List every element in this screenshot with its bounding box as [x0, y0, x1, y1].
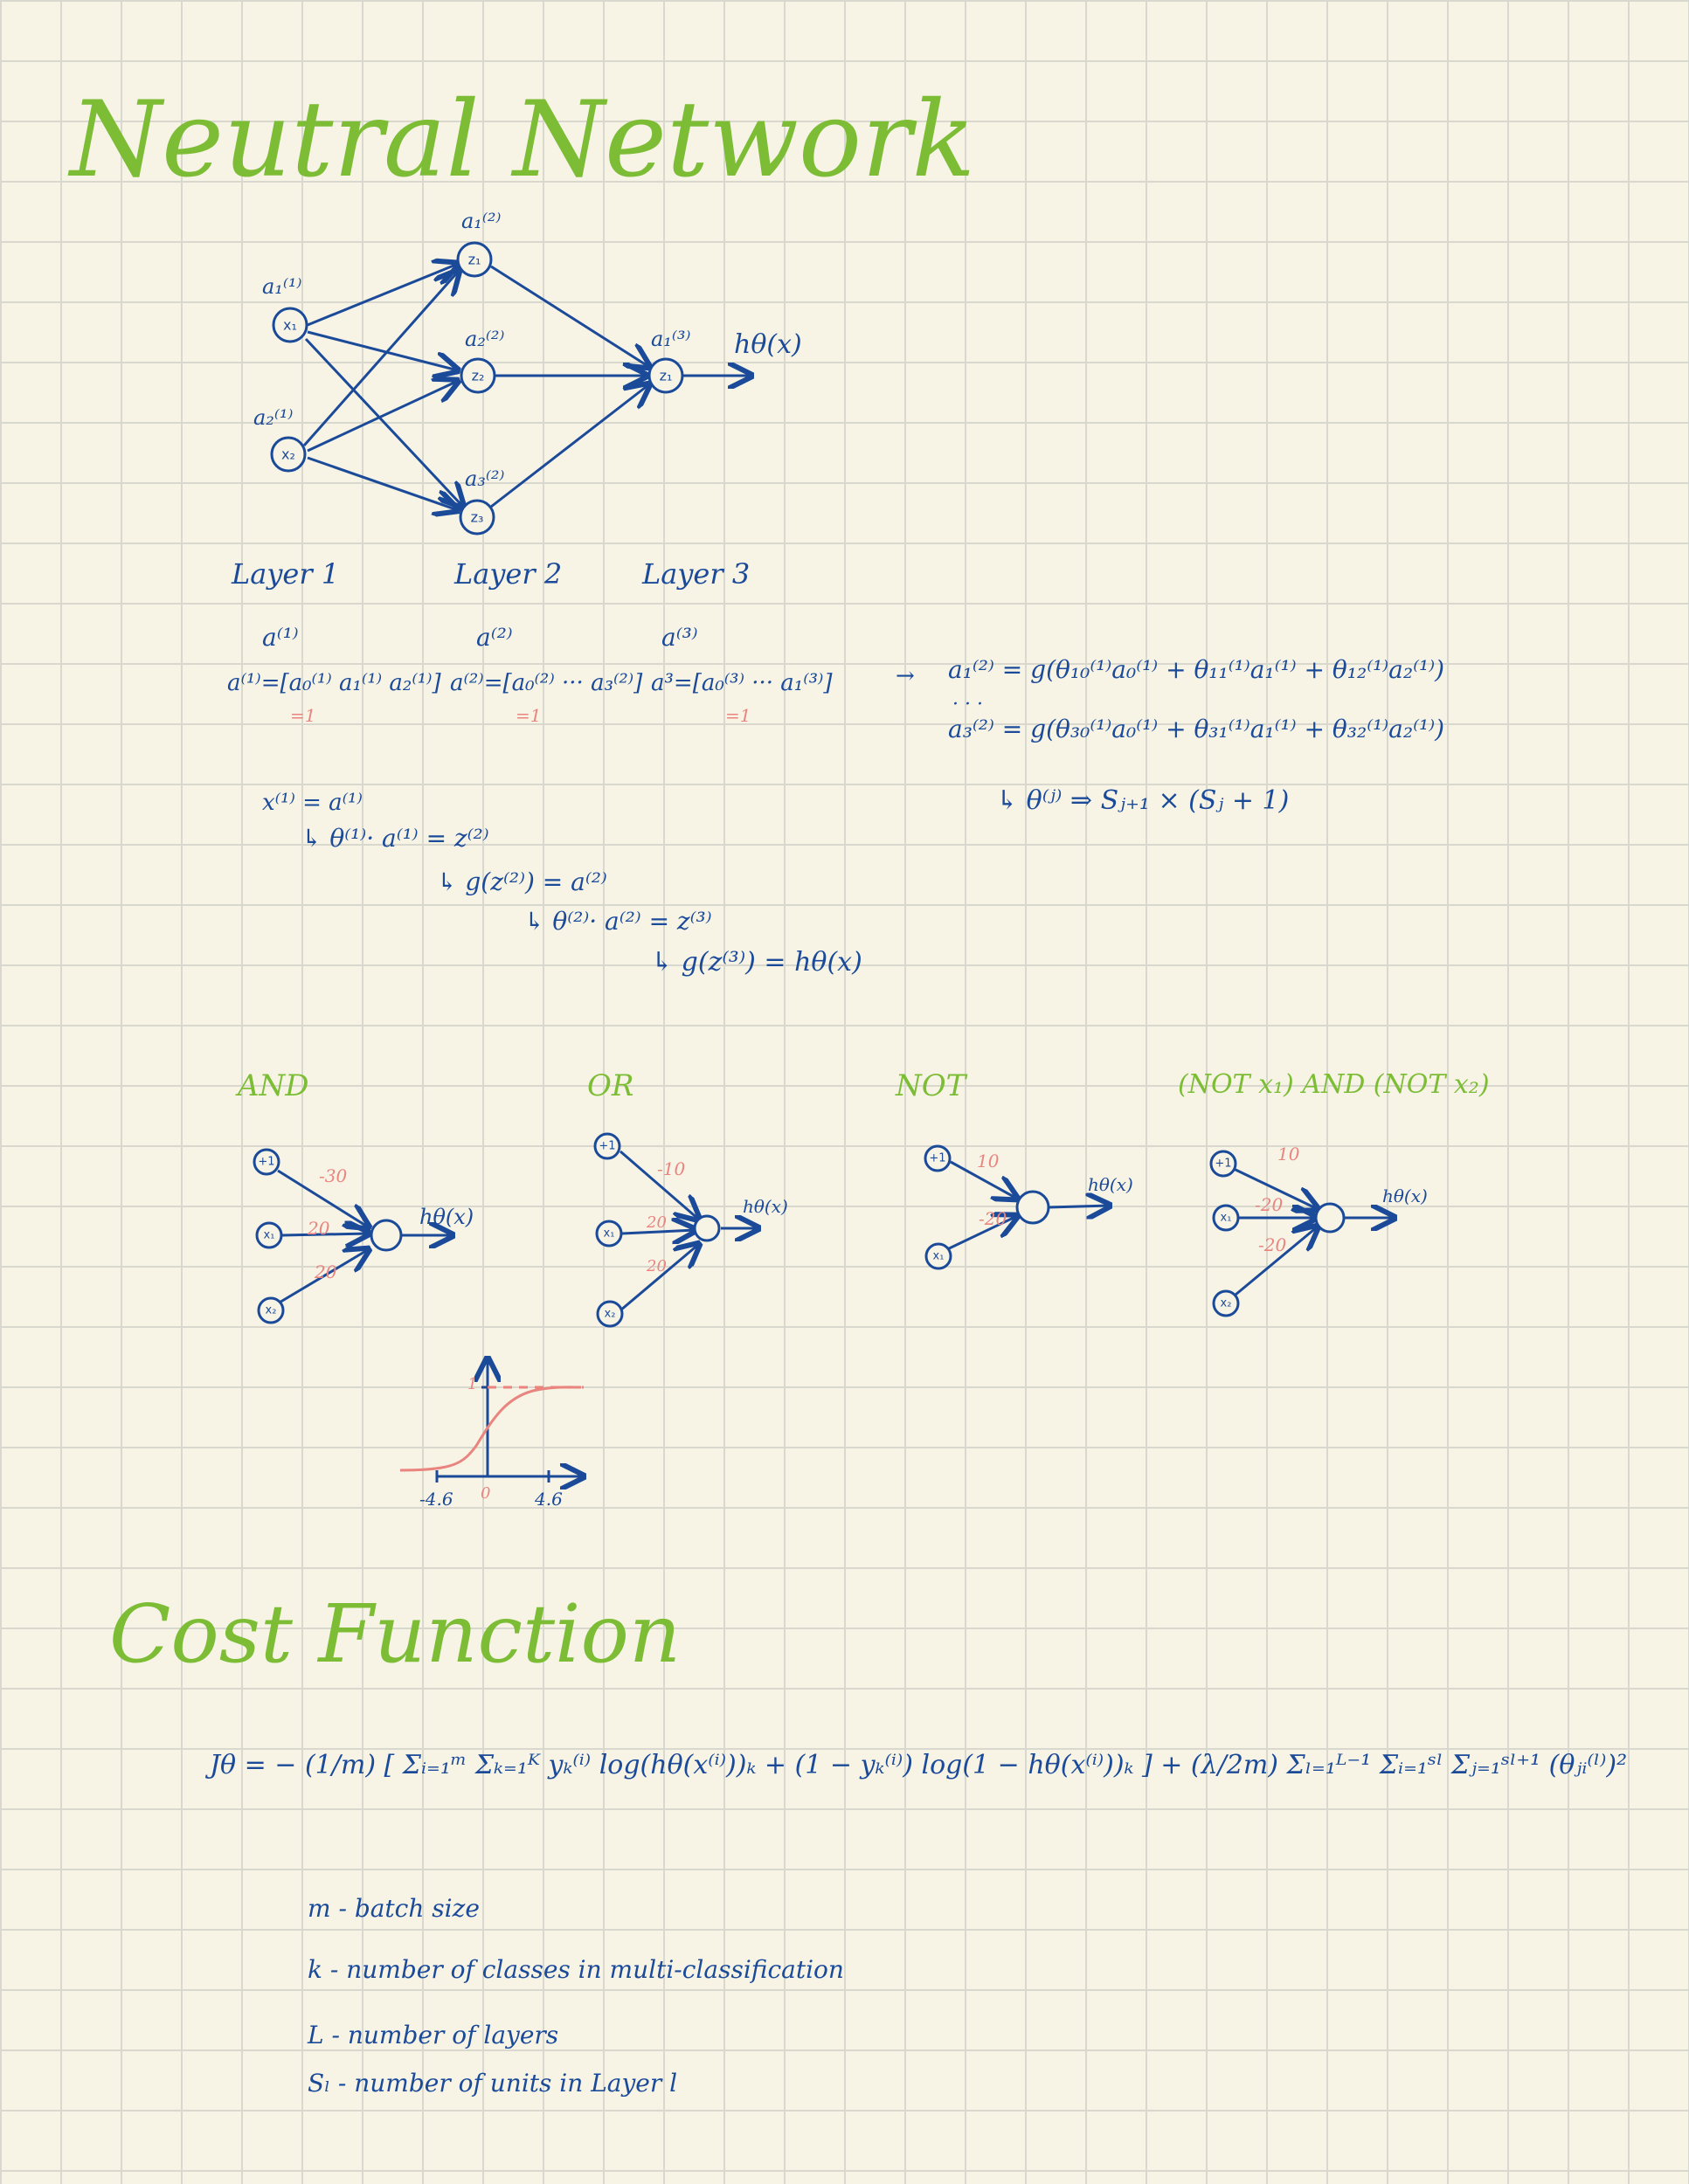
network-diagram	[270, 241, 1689, 536]
or-input-x2: x₂	[604, 1307, 616, 1321]
vector-l2-eq: a⁽²⁾=[a₀⁽²⁾ ··· a₃⁽²⁾]	[450, 670, 643, 696]
node-label-z2: z₂	[471, 367, 485, 384]
layer-2-label: Layer 2	[454, 557, 563, 591]
nor-output-label: hθ(x)	[1382, 1185, 1428, 1206]
sigmoid-plot	[399, 0, 1689, 1572]
node-label-x1: x₁	[283, 316, 297, 334]
node-l3	[647, 357, 684, 394]
vector-l2-note: =1	[516, 705, 542, 726]
not-weight-bias: 10	[977, 1151, 1000, 1171]
not-input-bias: +1	[929, 1151, 946, 1165]
and-weight-bias: -30	[319, 1165, 348, 1186]
edge	[307, 264, 458, 327]
node-label-z3: z₃	[470, 508, 484, 526]
nor-input-x1: x₁	[1220, 1211, 1232, 1225]
node-l2-2	[460, 357, 496, 394]
label-a32: a₃⁽²⁾	[465, 467, 505, 491]
edge	[307, 330, 458, 370]
edge	[307, 456, 458, 510]
gate-not-title: NOT	[896, 1068, 966, 1103]
edge	[490, 384, 649, 508]
note-k: k - number of classes in multi-classific…	[308, 1955, 844, 1984]
and-weight-x2: 20	[315, 1261, 337, 1282]
note-s: Sₗ - number of units in Layer l	[308, 2069, 678, 2098]
node-x2	[270, 436, 307, 473]
edge	[302, 271, 459, 446]
nor-input-x2: x₂	[1220, 1296, 1232, 1310]
node-label-z1: z₁	[467, 251, 481, 268]
and-output-label: hθ(x)	[419, 1205, 474, 1229]
or-weight-bias: -10	[657, 1158, 686, 1179]
equation-theta-size: ↳ θ⁽ʲ⁾ ⇒ Sⱼ₊₁ × (Sⱼ + 1)	[996, 785, 1290, 816]
or-weight-x1: 20	[647, 1213, 667, 1232]
forward-step-4: ↳ θ⁽²⁾· a⁽²⁾ = z⁽³⁾	[524, 907, 712, 936]
nor-weight-bias: 10	[1277, 1144, 1300, 1165]
edge	[304, 337, 463, 507]
forward-step-5: ↳ g(z⁽³⁾) = hθ(x)	[651, 947, 862, 978]
layer-3-label: Layer 3	[642, 557, 751, 591]
edge	[490, 265, 649, 367]
vector-l2-head: a⁽²⁾	[476, 623, 513, 652]
and-weight-x1: 20	[308, 1218, 330, 1239]
not-input-x1: x₁	[932, 1249, 945, 1263]
sigmoid-top-label: 1	[467, 1375, 478, 1393]
not-weight-x1: -20	[979, 1208, 1007, 1229]
equation-a12: a₁⁽²⁾ = g(θ₁₀⁽¹⁾a₀⁽¹⁾ + θ₁₁⁽¹⁾a₁⁽¹⁾ + θ₁…	[948, 655, 1444, 684]
node-label-z4: z₁	[659, 367, 673, 384]
sigmoid-left-label: -4.6	[419, 1489, 453, 1510]
label-output: hθ(x)	[734, 329, 802, 360]
label-a13: a₁⁽³⁾	[651, 327, 691, 351]
sigmoid-origin-label: 0	[481, 1484, 491, 1503]
vector-l3-head: a⁽³⁾	[661, 623, 698, 652]
sigmoid-right-label: 4.6	[535, 1489, 563, 1510]
note-m: m - batch size	[308, 1894, 480, 1923]
and-input-x2: x₂	[265, 1303, 277, 1317]
or-weight-x2: 20	[647, 1257, 667, 1275]
and-input-x1: x₁	[263, 1228, 275, 1242]
or-input-bias: +1	[599, 1139, 616, 1153]
label-a12: a₁⁽²⁾	[461, 209, 502, 233]
or-output-label: hθ(x)	[743, 1196, 788, 1217]
layer-1-label: Layer 1	[232, 557, 340, 591]
node-label-x2: x₂	[281, 446, 295, 463]
vector-l3-eq: a³=[a₀⁽³⁾ ··· a₁⁽³⁾]	[651, 670, 833, 696]
vector-l1-eq: a⁽¹⁾=[a₀⁽¹⁾ a₁⁽¹⁾ a₂⁽¹⁾]	[227, 670, 441, 696]
equation-dots: · · ·	[952, 694, 983, 715]
note-l: L - number of layers	[308, 2021, 559, 2049]
cost-function-formula: Jθ = − (1/m) [ Σᵢ₌₁ᵐ Σₖ₌₁ᴷ yₖ⁽ⁱ⁾ log(hθ(…	[210, 1750, 1628, 1780]
gate-or-title: OR	[587, 1068, 634, 1103]
or-input-x1: x₁	[603, 1227, 615, 1241]
page-title: Neutral Network	[70, 79, 976, 201]
forward-step-1: x⁽¹⁾ = a⁽¹⁾	[262, 790, 363, 816]
not-output-label: hθ(x)	[1088, 1174, 1133, 1195]
label-a22: a₂⁽²⁾	[465, 327, 505, 351]
equation-a32: a₃⁽²⁾ = g(θ₃₀⁽¹⁾a₀⁽¹⁾ + θ₃₁⁽¹⁾a₁⁽¹⁾ + θ₃…	[948, 715, 1444, 743]
nor-weight-x2: -20	[1258, 1234, 1287, 1255]
forward-step-2: ↳ θ⁽¹⁾· a⁽¹⁾ = z⁽²⁾	[301, 824, 489, 853]
forward-step-3: ↳ g(z⁽²⁾) = a⁽²⁾	[437, 867, 607, 896]
nor-input-bias: +1	[1215, 1157, 1232, 1171]
nor-weight-x1: -20	[1255, 1194, 1284, 1215]
node-l2-1	[456, 241, 493, 278]
edge	[307, 381, 458, 453]
label-a11: a₁⁽¹⁾	[262, 274, 302, 299]
gates-diagram	[253, 1132, 1689, 1328]
label-a21: a₂⁽¹⁾	[253, 405, 294, 430]
gate-nor-title: (NOT x₁) AND (NOT x₂)	[1178, 1069, 1490, 1100]
cost-function-title: Cost Function	[109, 1587, 682, 1681]
vector-l3-note: =1	[725, 705, 751, 726]
node-l2-3	[459, 499, 495, 536]
equation-arrow: →	[896, 663, 915, 689]
node-x1	[272, 307, 308, 343]
vector-l1-note: =1	[290, 705, 316, 726]
and-input-bias: +1	[258, 1155, 275, 1169]
gate-and-title: AND	[238, 1068, 309, 1103]
vector-l1-head: a⁽¹⁾	[262, 623, 299, 652]
